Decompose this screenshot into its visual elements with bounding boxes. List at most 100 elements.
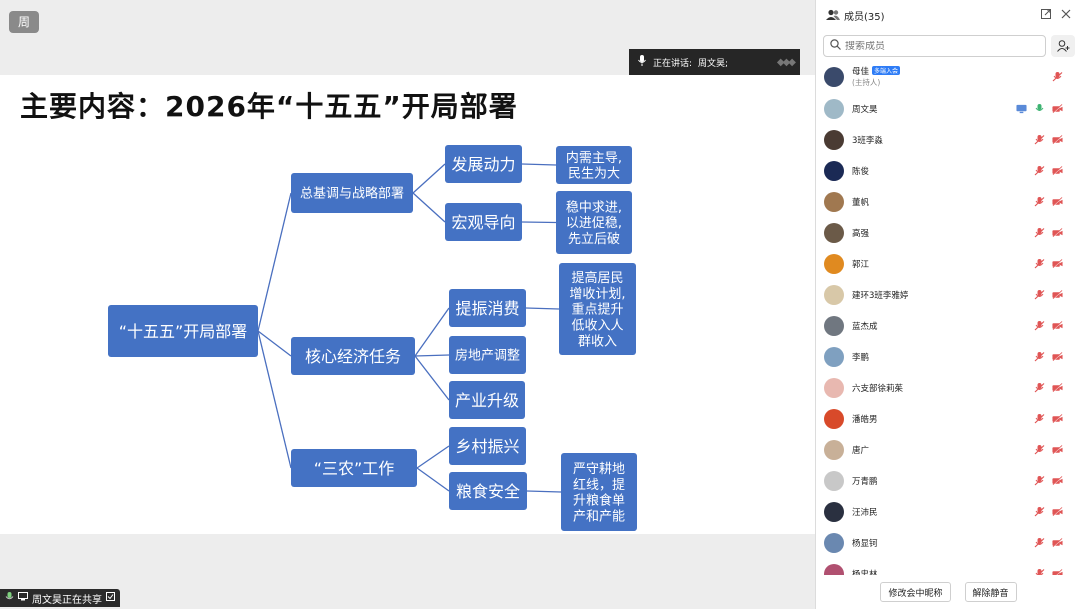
camera-off-icon[interactable] (1052, 413, 1063, 424)
detail-node-text: 升粮食单 (573, 493, 625, 509)
member-row[interactable]: 杨忠林 (816, 558, 1080, 575)
member-status-icons (1034, 382, 1063, 393)
member-row[interactable]: 蓝杰成 (816, 310, 1080, 341)
child-node-box (449, 336, 526, 374)
share-screen-icon (18, 592, 28, 604)
mic-muted-icon[interactable] (1034, 258, 1045, 269)
member-row[interactable]: 陈俊 (816, 155, 1080, 186)
member-status-icons (1034, 475, 1063, 486)
member-row[interactable]: 周文昊 (816, 93, 1080, 124)
mic-muted-icon[interactable] (1034, 227, 1045, 238)
member-row[interactable]: 高强 (816, 217, 1080, 248)
member-row[interactable]: 李鹏 (816, 341, 1080, 372)
detail-node-text: 低收入人 (571, 319, 623, 334)
camera-off-icon[interactable] (1052, 103, 1063, 114)
camera-off-icon[interactable] (1052, 258, 1063, 269)
detail-node-text: 产和产能 (573, 509, 625, 524)
member-row[interactable]: 3班李淼 (816, 124, 1080, 155)
mic-muted-icon[interactable] (1034, 382, 1045, 393)
camera-off-icon[interactable] (1052, 320, 1063, 331)
presenter-avatar[interactable]: 周 (9, 11, 39, 33)
member-row[interactable]: 母佳多端入会(主持人) (816, 60, 1080, 93)
mic-muted-icon[interactable] (1034, 320, 1045, 331)
member-name: 杨显钶 (852, 538, 878, 549)
camera-off-icon[interactable] (1052, 351, 1063, 362)
mic-muted-icon[interactable] (1034, 196, 1045, 207)
mic-icon[interactable] (1034, 103, 1045, 114)
camera-off-icon[interactable] (1052, 227, 1063, 238)
close-icon[interactable] (1061, 9, 1071, 22)
member-row[interactable]: 潘皓男 (816, 403, 1080, 434)
invite-member-button[interactable] (1051, 35, 1075, 57)
connector-line (526, 490, 562, 493)
avatar (824, 377, 844, 398)
mic-muted-icon[interactable] (1034, 537, 1045, 548)
member-row[interactable]: 董帆 (816, 186, 1080, 217)
speaking-label: 正在讲话: (653, 58, 693, 69)
member-status-icons (1052, 71, 1063, 82)
unmute-all-button[interactable]: 解除静音 (964, 582, 1017, 602)
more-icon[interactable]: ◆◆◆ (776, 56, 796, 68)
branch-node-box (291, 173, 413, 213)
mic-muted-icon[interactable] (1034, 134, 1045, 145)
member-name-block: 3班李淼 (852, 134, 883, 146)
search-box[interactable] (823, 35, 1046, 57)
child-node-text: 产业升级 (455, 391, 519, 410)
camera-off-icon[interactable] (1052, 289, 1063, 300)
camera-off-icon[interactable] (1052, 506, 1063, 517)
member-name-block: 唐广 (852, 444, 869, 456)
avatar (824, 346, 844, 367)
member-name-block: 六支部徐莉茱 (852, 382, 903, 394)
mic-muted-icon[interactable] (1034, 165, 1045, 176)
mic-muted-icon[interactable] (1034, 413, 1045, 424)
child-node-text: 发展动力 (451, 155, 515, 174)
member-name-block: 母佳多端入会(主持人) (852, 65, 901, 88)
detail-node-text: 群收入 (578, 334, 617, 349)
member-row[interactable]: 建环3班李雅婷 (816, 279, 1080, 310)
rename-button[interactable]: 修改会中昵称 (880, 582, 951, 602)
mic-muted-icon[interactable] (1034, 444, 1045, 455)
mic-muted-icon[interactable] (1034, 568, 1045, 575)
mic-muted-icon[interactable] (1034, 289, 1045, 300)
member-name: 建环3班李雅婷 (852, 290, 909, 301)
mic-muted-icon[interactable] (1052, 71, 1063, 82)
member-status-icons (1034, 227, 1063, 238)
detail-node-text: 红线，提 (573, 477, 625, 493)
camera-off-icon[interactable] (1052, 475, 1063, 486)
camera-off-icon[interactable] (1052, 444, 1063, 455)
member-row[interactable]: 六支部徐莉茱 (816, 372, 1080, 403)
member-row[interactable]: 汪沛民 (816, 496, 1080, 527)
connector-line (525, 307, 560, 310)
member-name: 汪沛民 (852, 507, 878, 518)
mic-muted-icon[interactable] (1034, 351, 1045, 362)
share-status-bar[interactable]: 周文昊正在共享 (0, 589, 120, 607)
mic-muted-icon[interactable] (1034, 506, 1045, 517)
camera-off-icon[interactable] (1052, 537, 1063, 548)
member-name-block: 汪沛民 (852, 506, 878, 518)
member-name: 母佳 (852, 67, 870, 77)
member-status-icons (1034, 165, 1063, 176)
camera-off-icon[interactable] (1052, 165, 1063, 176)
member-row[interactable]: 郭江 (816, 248, 1080, 279)
screen-share-icon[interactable] (1016, 104, 1027, 114)
mind-map: “十五五”开局部署总基调与战略部署发展动力内需主导,民生为大宏观导向稳中求进,以… (108, 145, 637, 531)
member-name: 周文昊 (852, 104, 878, 115)
camera-off-icon[interactable] (1052, 196, 1063, 207)
avatar (824, 191, 844, 212)
camera-off-icon[interactable] (1052, 382, 1063, 393)
connector-line (257, 330, 292, 469)
detail-node-box (561, 453, 637, 531)
member-row[interactable]: 万青鹏 (816, 465, 1080, 496)
member-name: 董帆 (852, 197, 870, 208)
member-status-icons (1034, 413, 1063, 424)
child-node-box (449, 289, 526, 327)
member-list: 母佳多端入会(主持人) 周文昊 3班李淼陈俊董帆高强郭江建环3班李雅婷蓝杰成李鹏六支… (816, 60, 1080, 575)
stop-share-icon[interactable] (106, 592, 115, 604)
camera-off-icon[interactable] (1052, 568, 1063, 575)
camera-off-icon[interactable] (1052, 134, 1063, 145)
member-row[interactable]: 杨显钶 (816, 527, 1080, 558)
search-input[interactable] (845, 40, 1025, 52)
popout-icon[interactable] (1041, 8, 1051, 22)
member-row[interactable]: 唐广 (816, 434, 1080, 465)
mic-muted-icon[interactable] (1034, 475, 1045, 486)
